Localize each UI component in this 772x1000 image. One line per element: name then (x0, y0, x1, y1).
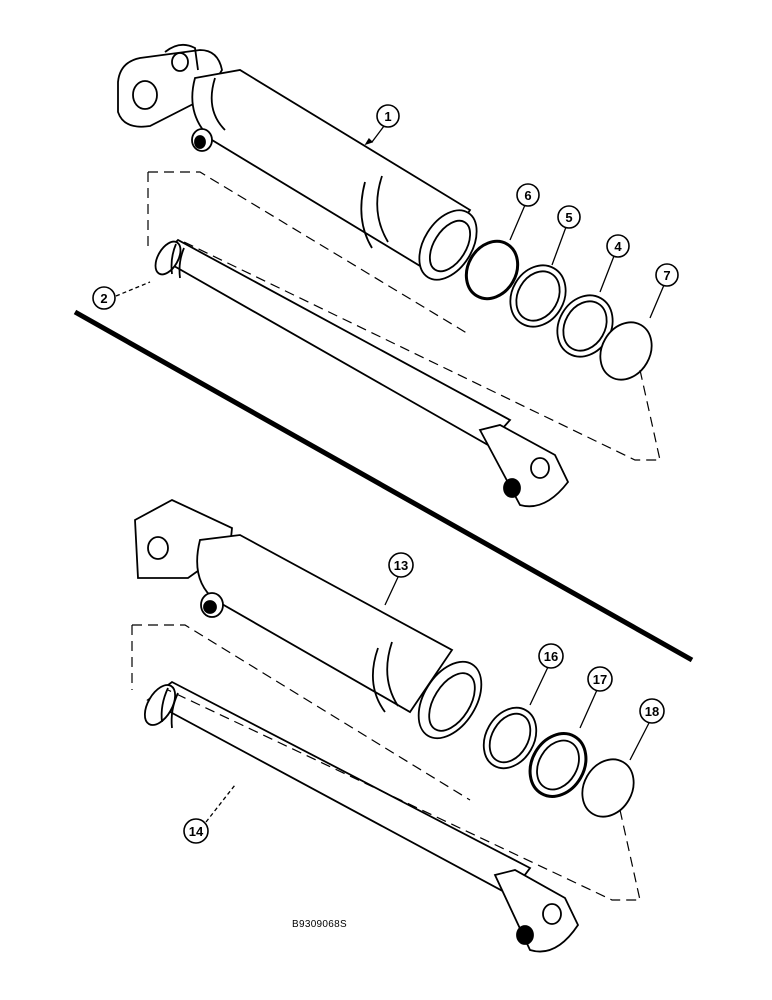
callout-14: 14 (183, 818, 209, 844)
phantom-line-upper (147, 171, 661, 461)
callout-4: 4 (606, 234, 630, 258)
rod-2 (154, 238, 570, 508)
seal-16 (482, 706, 538, 770)
callouts (115, 125, 665, 823)
snap-ring-18 (581, 758, 635, 818)
svg-text:14: 14 (189, 824, 204, 839)
callout-6: 6 (516, 183, 540, 207)
seal-17 (528, 732, 588, 798)
callout-7: 7 (655, 263, 679, 287)
callout-16: 16 (538, 643, 564, 669)
svg-text:4: 4 (614, 239, 622, 254)
svg-text:6: 6 (524, 188, 531, 203)
divider-line (73, 309, 694, 663)
svg-text:2: 2 (100, 291, 107, 306)
upper-cylinder-assembly (117, 43, 661, 508)
barrel-13 (134, 498, 483, 740)
o-ring-6 (464, 239, 520, 301)
svg-text:18: 18 (645, 704, 659, 719)
callout-18: 18 (639, 698, 665, 724)
lower-cylinder-assembly (131, 498, 641, 953)
snap-ring-7 (599, 321, 653, 381)
rod-14 (143, 680, 580, 953)
barrel-1 (117, 43, 478, 281)
phantom-line-lower (131, 624, 641, 901)
callout-2: 2 (92, 286, 116, 310)
callout-1: 1 (376, 104, 400, 128)
svg-text:1: 1 (384, 109, 391, 124)
callout-5: 5 (557, 205, 581, 229)
figure-code: B9309068S (292, 919, 347, 930)
svg-text:13: 13 (394, 558, 408, 573)
seal-4 (556, 294, 614, 358)
svg-text:16: 16 (544, 649, 558, 664)
callout-17: 17 (587, 666, 613, 692)
seal-5 (509, 264, 567, 328)
svg-text:7: 7 (663, 268, 670, 283)
callout-13: 13 (388, 552, 414, 578)
svg-text:17: 17 (593, 672, 607, 687)
svg-text:5: 5 (565, 210, 572, 225)
